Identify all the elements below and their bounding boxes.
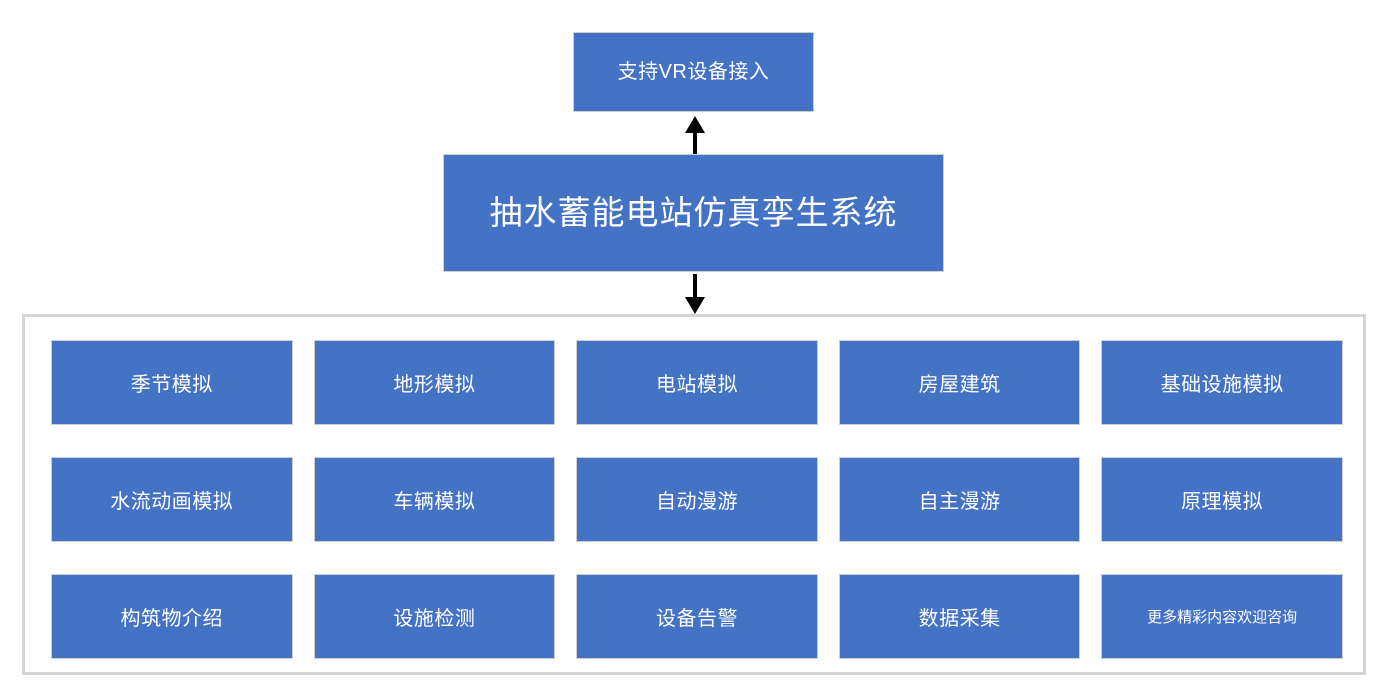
- module-box[interactable]: 房屋建筑: [838, 340, 1081, 425]
- module-box[interactable]: 季节模拟: [51, 340, 293, 425]
- module-box[interactable]: 自动漫游: [576, 457, 818, 542]
- modules-row: 构筑物介绍 设施检测 设备告警 数据采集 更多精彩内容欢迎咨询: [51, 574, 1343, 659]
- module-box[interactable]: 水流动画模拟: [51, 457, 293, 542]
- module-box[interactable]: 基础设施模拟: [1101, 340, 1343, 425]
- node-system-title[interactable]: 抽水蓄能电站仿真孪生系统: [443, 154, 944, 272]
- modules-row: 水流动画模拟 车辆模拟 自动漫游 自主漫游 原理模拟: [51, 457, 1343, 542]
- node-vr-support[interactable]: 支持VR设备接入: [573, 32, 814, 112]
- module-box[interactable]: 设备告警: [576, 574, 818, 659]
- module-box[interactable]: 构筑物介绍: [51, 574, 293, 659]
- module-box[interactable]: 自主漫游: [838, 457, 1081, 542]
- module-box[interactable]: 数据采集: [838, 574, 1081, 659]
- module-box[interactable]: 电站模拟: [576, 340, 818, 425]
- module-box[interactable]: 地形模拟: [313, 340, 556, 425]
- modules-grid: 季节模拟 地形模拟 电站模拟 房屋建筑 基础设施模拟 水流动画模拟 车辆模拟 自…: [51, 340, 1343, 659]
- modules-container: 季节模拟 地形模拟 电站模拟 房屋建筑 基础设施模拟 水流动画模拟 车辆模拟 自…: [22, 314, 1366, 675]
- modules-row: 季节模拟 地形模拟 电站模拟 房屋建筑 基础设施模拟: [51, 340, 1343, 425]
- arrow-up-icon: [681, 116, 709, 156]
- module-box[interactable]: 车辆模拟: [313, 457, 556, 542]
- module-box[interactable]: 原理模拟: [1101, 457, 1343, 542]
- arrow-down-icon: [681, 274, 709, 314]
- module-box[interactable]: 设施检测: [313, 574, 556, 659]
- module-box[interactable]: 更多精彩内容欢迎咨询: [1101, 574, 1343, 659]
